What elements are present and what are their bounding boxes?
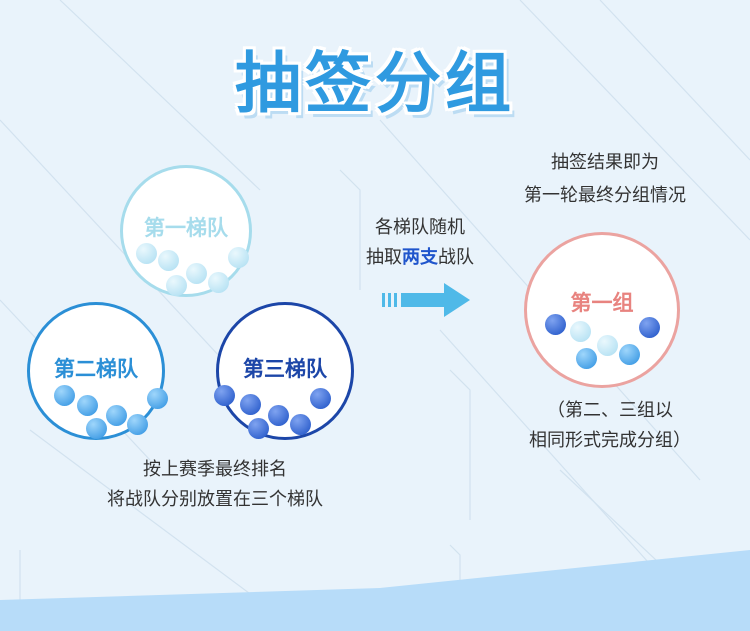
team-ball bbox=[136, 243, 157, 264]
tier-1-label: 第一梯队 bbox=[144, 216, 228, 240]
team-ball bbox=[158, 250, 179, 271]
team-ball bbox=[77, 395, 98, 416]
team-ball bbox=[597, 335, 618, 356]
team-ball bbox=[106, 405, 127, 426]
team-ball bbox=[639, 317, 660, 338]
middle-caption-line1: 各梯队随机 bbox=[375, 217, 465, 238]
tier-2-label: 第二梯队 bbox=[54, 357, 138, 381]
team-ball bbox=[54, 385, 75, 406]
note: （第二、三组以 相同形式完成分组） bbox=[480, 396, 740, 456]
team-ball bbox=[576, 348, 597, 369]
team-ball bbox=[86, 418, 107, 439]
team-ball bbox=[228, 247, 249, 268]
group-1-circle: 第一组 bbox=[524, 232, 680, 388]
tier-3-label: 第三梯队 bbox=[243, 357, 327, 381]
team-ball bbox=[545, 314, 566, 335]
right-caption-line1: 抽签结果即为 bbox=[551, 152, 659, 173]
team-ball bbox=[186, 263, 207, 284]
page-title: 抽签分组 bbox=[235, 45, 515, 122]
team-ball bbox=[290, 414, 311, 435]
team-ball bbox=[214, 385, 235, 406]
team-ball bbox=[310, 388, 331, 409]
text: 战队 bbox=[438, 247, 474, 268]
middle-caption: 各梯队随机 抽取两支战队 bbox=[340, 213, 500, 273]
note-line2: 相同形式完成分组） bbox=[529, 430, 691, 451]
team-ball bbox=[248, 418, 269, 439]
team-ball bbox=[240, 394, 261, 415]
right-caption-line2: 第一轮最终分组情况 bbox=[524, 185, 686, 206]
group-1-label: 第一组 bbox=[570, 291, 634, 315]
left-caption: 按上赛季最终排名 将战队分别放置在三个梯队 bbox=[65, 455, 365, 515]
text: 抽取 bbox=[366, 247, 402, 268]
team-ball bbox=[268, 405, 289, 426]
bottom-band bbox=[0, 550, 750, 631]
left-caption-line2: 将战队分别放置在三个梯队 bbox=[107, 489, 323, 510]
highlight-text: 两支 bbox=[402, 247, 438, 268]
middle-caption-line2: 抽取两支战队 bbox=[340, 243, 500, 273]
arrow-right-icon bbox=[382, 283, 470, 317]
team-ball bbox=[166, 275, 187, 296]
left-caption-line1: 按上赛季最终排名 bbox=[143, 459, 287, 480]
team-ball bbox=[570, 321, 591, 342]
team-ball bbox=[127, 414, 148, 435]
right-caption: 抽签结果即为 第一轮最终分组情况 bbox=[480, 148, 730, 211]
team-ball bbox=[619, 344, 640, 365]
note-line1: （第二、三组以 bbox=[547, 400, 673, 421]
team-ball bbox=[147, 388, 168, 409]
team-ball bbox=[208, 272, 229, 293]
